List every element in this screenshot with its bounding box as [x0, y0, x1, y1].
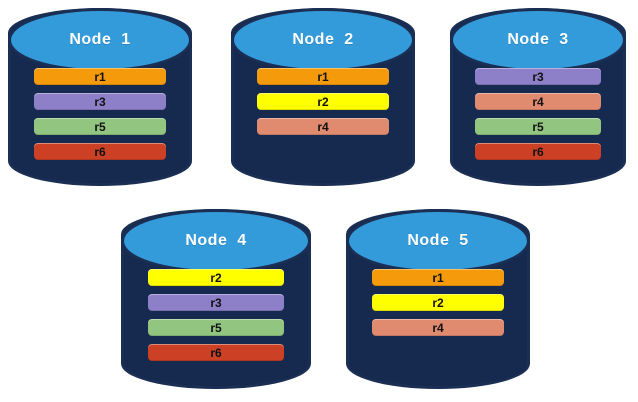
replica-row-label: r1	[94, 69, 106, 84]
cylinder-top-ellipse: Node 4	[121, 209, 311, 273]
replica-row-label: r6	[532, 144, 544, 159]
replica-row-label: r3	[210, 295, 222, 310]
replica-row-r1[interactable]: r1	[33, 68, 167, 85]
replica-row-list: r1 r2 r4	[231, 68, 415, 135]
replica-row-list: r2 r3 r5 r6	[121, 269, 311, 361]
replica-row-label: r5	[532, 119, 544, 134]
node-3[interactable]: Node 3 r3 r4 r5 r6	[450, 8, 626, 186]
replica-row-r4[interactable]: r4	[256, 118, 390, 135]
replica-row-list: r1 r3 r5 r6	[8, 68, 192, 160]
replica-row-list: r3 r4 r5 r6	[450, 68, 626, 160]
replica-row-label: r6	[210, 345, 222, 360]
node-label: Node 4	[185, 232, 247, 249]
replica-row-r5[interactable]: r5	[147, 319, 285, 336]
cylinder-top-ellipse: Node 5	[346, 209, 530, 273]
replica-row-label: r4	[532, 94, 544, 109]
node-label: Node 2	[292, 31, 354, 48]
replica-row-label: r2	[317, 94, 329, 109]
replica-row-r1[interactable]: r1	[371, 269, 505, 286]
node-2[interactable]: Node 2 r1 r2 r4	[231, 8, 415, 186]
replica-row-r3[interactable]: r3	[147, 294, 285, 311]
node-1[interactable]: Node 1 r1 r3 r5 r6	[8, 8, 192, 186]
replica-row-label: r5	[210, 320, 222, 335]
replica-row-r2[interactable]: r2	[256, 93, 390, 110]
replica-row-r3[interactable]: r3	[33, 93, 167, 110]
replica-row-r4[interactable]: r4	[474, 93, 602, 110]
replica-row-label: r4	[432, 320, 444, 335]
replica-row-label: r4	[317, 119, 329, 134]
cylinder-top-ellipse: Node 2	[231, 8, 415, 72]
replica-row-r2[interactable]: r2	[371, 294, 505, 311]
replica-row-r5[interactable]: r5	[33, 118, 167, 135]
node-label: Node 1	[69, 31, 131, 48]
replica-row-r6[interactable]: r6	[147, 344, 285, 361]
replica-row-label: r1	[317, 69, 329, 84]
replica-row-label: r3	[94, 94, 106, 109]
cylinder-top-ellipse: Node 3	[450, 8, 626, 72]
replica-row-r4[interactable]: r4	[371, 319, 505, 336]
replica-row-label: r2	[210, 270, 222, 285]
replica-row-label: r3	[532, 69, 544, 84]
replica-row-label: r6	[94, 144, 106, 159]
replica-row-r6[interactable]: r6	[474, 143, 602, 160]
node-label: Node 3	[507, 31, 569, 48]
replica-row-list: r1 r2 r4	[346, 269, 530, 336]
cylinder-top-ellipse: Node 1	[8, 8, 192, 72]
node-label: Node 5	[407, 232, 469, 249]
replica-row-label: r5	[94, 119, 106, 134]
node-5[interactable]: Node 5 r1 r2 r4	[346, 209, 530, 389]
replica-row-label: r1	[432, 270, 444, 285]
replica-row-r5[interactable]: r5	[474, 118, 602, 135]
replica-row-label: r2	[432, 295, 444, 310]
replica-row-r3[interactable]: r3	[474, 68, 602, 85]
replica-row-r6[interactable]: r6	[33, 143, 167, 160]
replica-row-r2[interactable]: r2	[147, 269, 285, 286]
replica-row-r1[interactable]: r1	[256, 68, 390, 85]
node-4[interactable]: Node 4 r2 r3 r5 r6	[121, 209, 311, 389]
